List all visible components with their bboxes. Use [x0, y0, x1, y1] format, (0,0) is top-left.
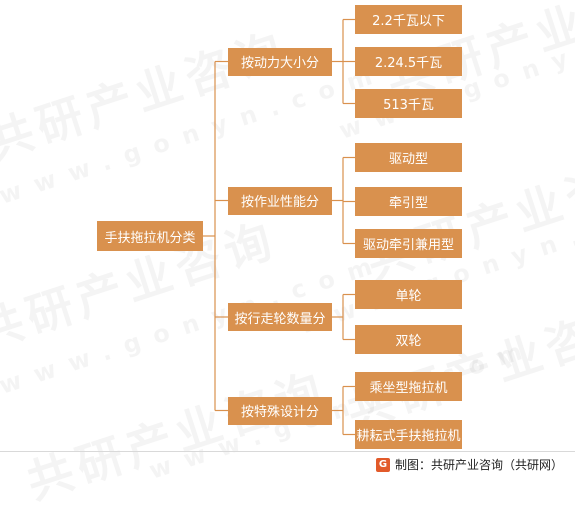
footer-divider	[0, 451, 575, 452]
leaf-node: 2.2千瓦以下	[355, 5, 462, 34]
leaf-node: 驱动牵引兼用型	[355, 229, 462, 258]
root-node: 手扶拖拉机分类	[97, 221, 203, 251]
leaf-node: 耕耘式手扶拖拉机	[355, 420, 462, 449]
category-node: 按行走轮数量分	[228, 303, 332, 331]
category-node: 按作业性能分	[228, 186, 332, 215]
connector-lines	[203, 18, 355, 436]
leaf-node: 乘坐型拖拉机	[355, 372, 462, 401]
gonyn-logo-icon: G	[375, 457, 390, 472]
leaf-node: 2.24.5千瓦	[355, 47, 462, 76]
source-footer: G 制图：共研产业咨询（共研网）	[375, 456, 563, 473]
leaf-node: 单轮	[355, 280, 462, 309]
leaf-node: 513千瓦	[355, 89, 462, 118]
leaf-node: 牵引型	[355, 187, 462, 216]
leaf-node: 双轮	[355, 325, 462, 354]
category-node: 按特殊设计分	[228, 396, 332, 425]
source-text: 制图：共研产业咨询（共研网）	[394, 458, 563, 472]
category-node: 按动力大小分	[228, 47, 332, 76]
leaf-node: 驱动型	[355, 143, 462, 172]
